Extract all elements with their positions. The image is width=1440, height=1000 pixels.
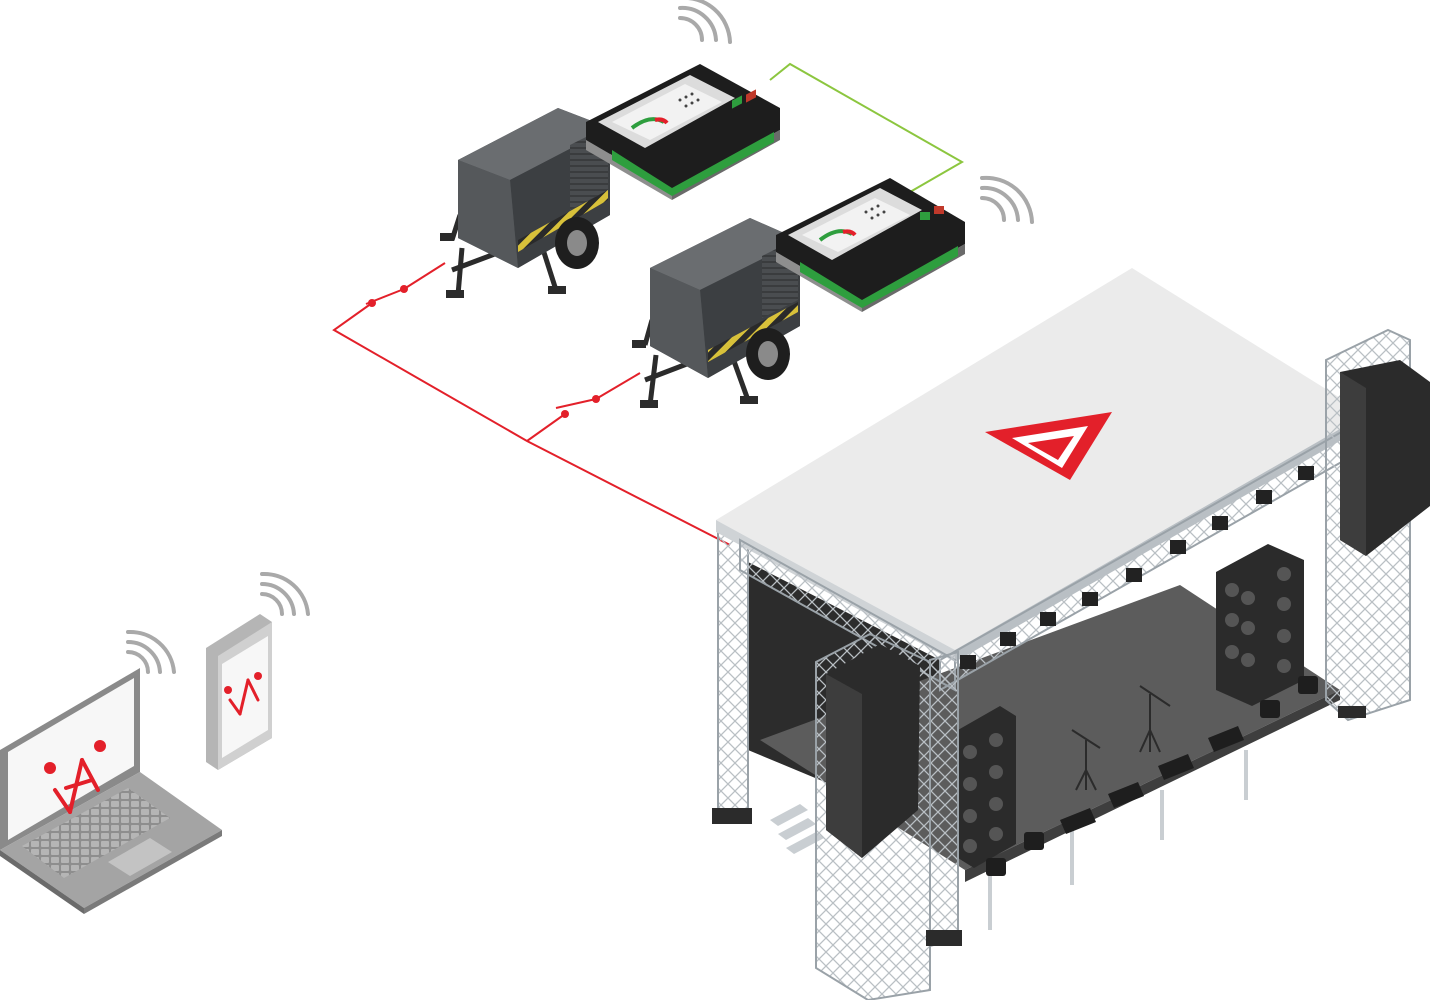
stage-icon (712, 268, 1430, 1000)
wifi-signal-icon (260, 571, 310, 616)
breaker-switch-icon (368, 285, 600, 418)
power-line (332, 262, 731, 546)
controller-icon (586, 64, 780, 200)
speaker-stack (1216, 544, 1304, 706)
wifi-signal-icon (678, 0, 732, 44)
generator-icon (440, 108, 610, 298)
smartphone-icon (206, 614, 272, 770)
triangle-logo-icon (985, 412, 1112, 480)
laptop-icon (0, 668, 222, 914)
app-logo-icon (44, 740, 106, 814)
controller-icon (776, 178, 965, 312)
generator-icon (632, 218, 800, 408)
app-logo-icon (224, 672, 262, 716)
wifi-signal-icon (980, 175, 1034, 224)
comm-line (769, 62, 965, 193)
speaker-stack (958, 706, 1016, 868)
wifi-signal-icon (126, 629, 176, 674)
